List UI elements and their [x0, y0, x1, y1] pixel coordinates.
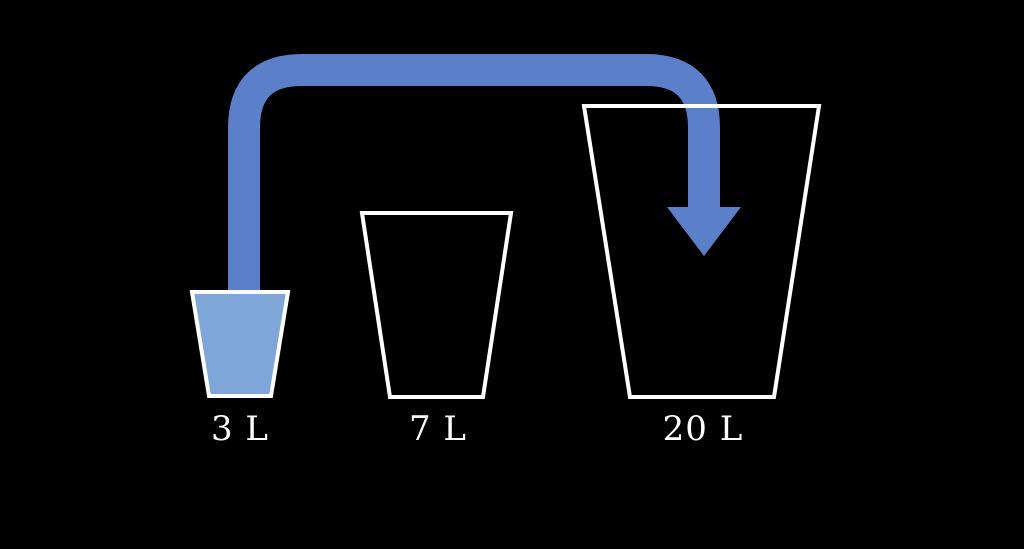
container-small-label: 3 L	[211, 409, 269, 449]
container-large: 20 L	[581, 104, 822, 449]
pour-pipe	[228, 54, 741, 292]
container-small: 3 L	[189, 290, 291, 449]
container-medium-label: 7 L	[409, 409, 467, 449]
container-small-water	[192, 292, 288, 396]
container-medium-outline	[359, 211, 514, 399]
container-large-label: 20 L	[663, 409, 744, 449]
pour-arrow-icon	[667, 207, 741, 256]
container-small-outline	[189, 290, 291, 398]
container-medium: 7 L	[359, 211, 514, 449]
pour-pipe-path	[228, 54, 720, 292]
container-large-outline	[581, 104, 822, 399]
